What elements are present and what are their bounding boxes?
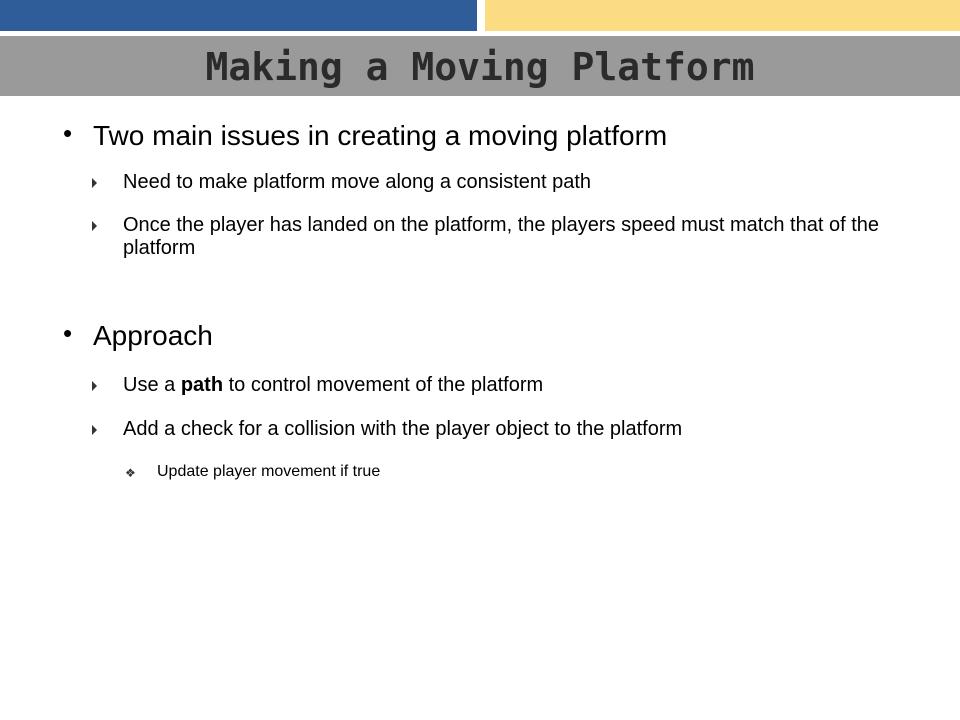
bold-path-term: path [180, 374, 224, 396]
diamond-bullet-icon: ❖ [125, 466, 136, 480]
triangle-bullet-icon [92, 425, 97, 435]
bullet-dot-icon: • [63, 318, 73, 348]
triangle-bullet-icon [92, 381, 97, 391]
title-bar [0, 36, 960, 96]
bullet-issues-text: Two main issues in creating a moving pla… [93, 120, 668, 151]
bullet-dot-icon: • [63, 118, 73, 148]
header-band-left [0, 0, 477, 31]
sub-bullet-match-speed-text: Once the player has landed on the platfo… [123, 214, 879, 259]
sub-bullet-consistent-path-text: Need to make platform move along a consi… [123, 171, 592, 193]
sub-bullet-use-path-text: Use a path to control movement of the pl… [123, 374, 544, 396]
sub-bullet-collision-check-text: Add a check for a collision with the pla… [123, 418, 683, 440]
triangle-bullet-icon [92, 178, 97, 188]
header-band-right [485, 0, 960, 31]
triangle-bullet-icon [92, 221, 97, 231]
slide-title: Making a Moving Platform [205, 45, 755, 89]
bullet-approach-text: Approach [93, 320, 213, 351]
sub-sub-bullet-update-movement-text: Update player movement if true [157, 463, 381, 480]
